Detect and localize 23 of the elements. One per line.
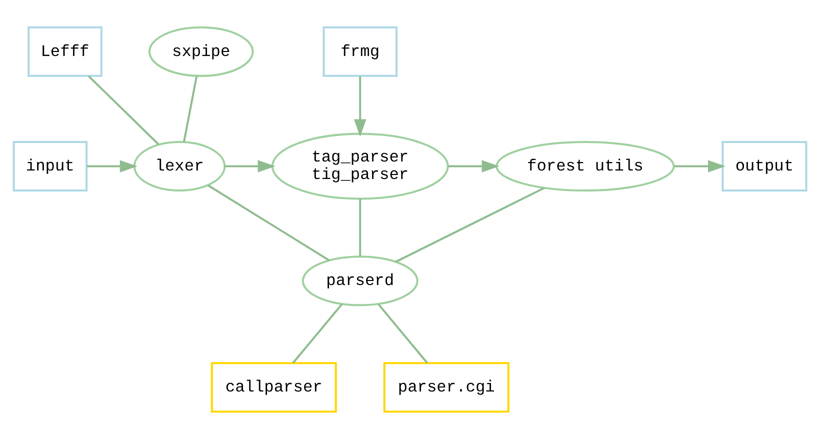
connector bbox=[395, 186, 545, 263]
node-box: frmg bbox=[322, 26, 398, 77]
connector bbox=[88, 75, 160, 146]
connector bbox=[292, 304, 343, 364]
node-box: callparser bbox=[210, 362, 337, 413]
node-ellipse: parserd bbox=[302, 256, 418, 306]
node-box: input bbox=[12, 141, 88, 192]
connector bbox=[378, 304, 428, 364]
connector bbox=[208, 184, 330, 262]
arrow bbox=[354, 76, 366, 137]
arrow bbox=[87, 160, 138, 172]
node-ellipse: lexer bbox=[133, 141, 226, 192]
node-box: output bbox=[722, 141, 808, 192]
node-ellipse: tag_parser tig_parser bbox=[271, 132, 449, 200]
node-box: Lefff bbox=[28, 26, 102, 77]
arrow bbox=[224, 160, 276, 172]
arrow bbox=[448, 160, 500, 172]
connector bbox=[359, 198, 362, 256]
node-ellipse: forest utils bbox=[496, 141, 675, 192]
node-ellipse: sxpipe bbox=[148, 26, 254, 77]
node-box: parser.cgi bbox=[383, 362, 510, 413]
connector bbox=[183, 76, 198, 142]
arrow bbox=[674, 160, 726, 172]
